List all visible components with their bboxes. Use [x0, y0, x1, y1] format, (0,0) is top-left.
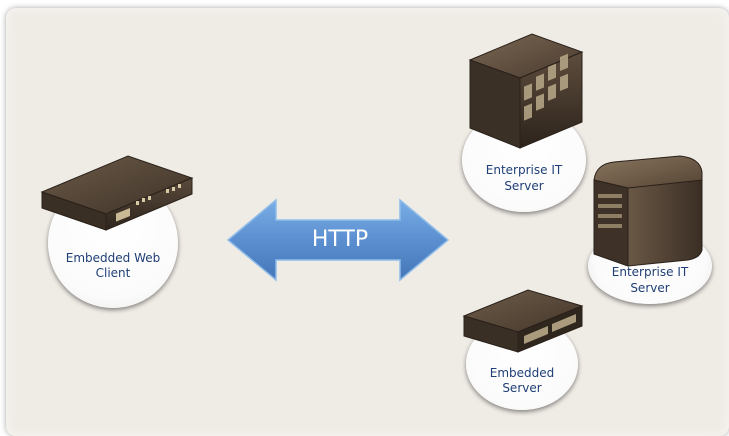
dual-rack-server-icon [462, 289, 584, 353]
embedded-server-label-line1: Embedded [489, 366, 555, 380]
server-it-2-label-line2: Server [630, 281, 670, 295]
cube-server-icon [593, 155, 703, 267]
http-arrow [226, 198, 450, 282]
http-label: HTTP [311, 227, 369, 252]
rack-appliance-icon [40, 155, 194, 231]
server-it-1-label-line1: Enterprise IT [485, 163, 563, 177]
cube-server-icon [468, 33, 584, 149]
client-label-line1: Embedded Web [65, 251, 161, 265]
embedded-server-label-line2: Server [502, 381, 542, 395]
server-it-2-label-line1: Enterprise IT [611, 265, 689, 279]
server-it-1-label-line2: Server [504, 179, 544, 193]
client-label-line2: Client [95, 266, 131, 280]
